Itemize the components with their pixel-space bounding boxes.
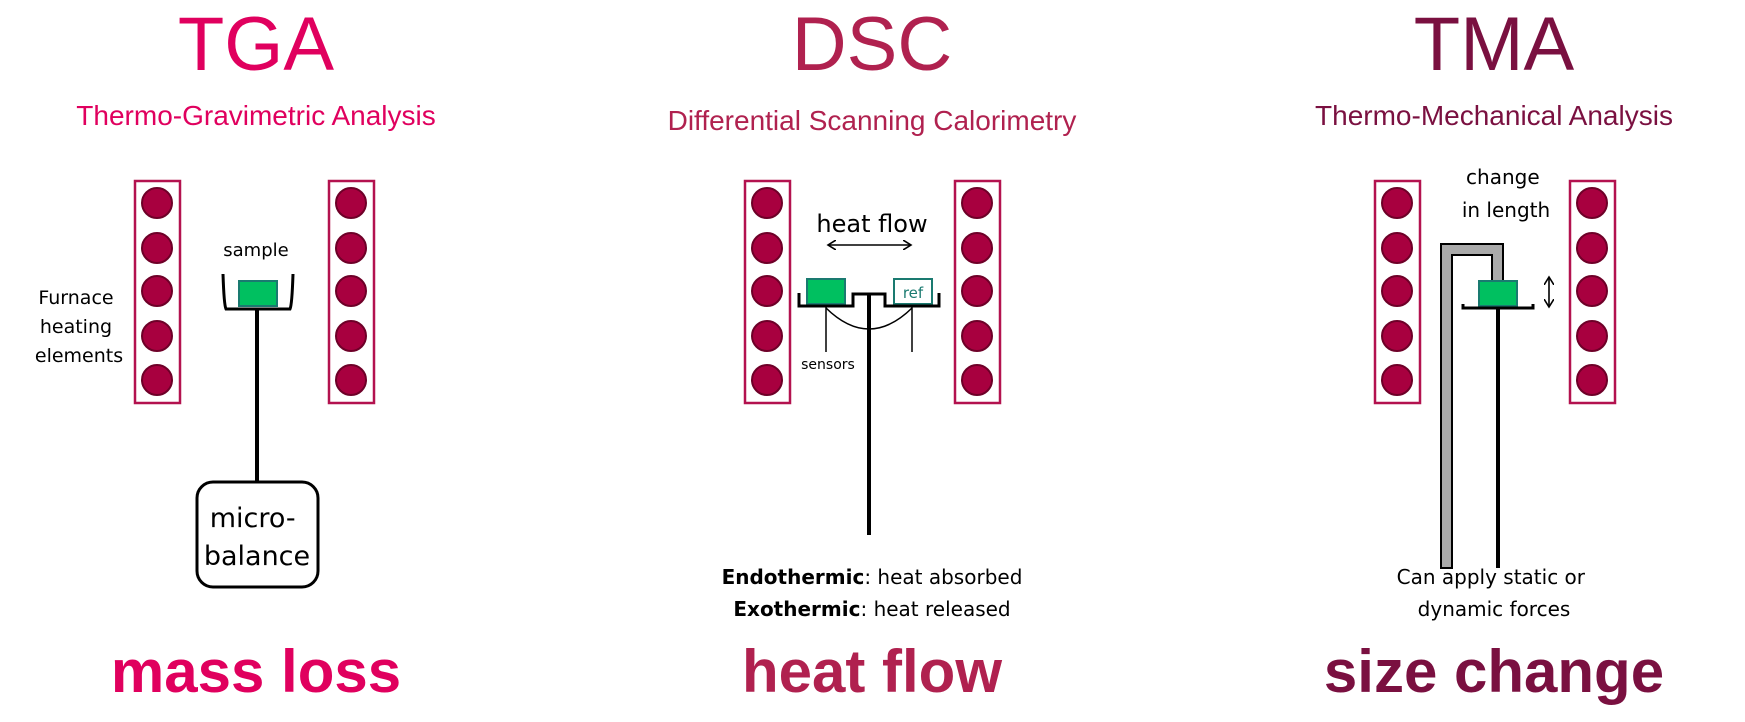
reference-pan xyxy=(893,278,933,305)
furnace-label: Furnace heating elements xyxy=(35,287,123,367)
change-in-length-label: change in length xyxy=(1462,165,1550,222)
tma-result: size change xyxy=(1324,638,1664,705)
dsc-subtitle: Differential Scanning Calorimetry xyxy=(668,105,1077,136)
furnace-right xyxy=(1568,179,1617,405)
endothermic-note: Endothermic: heat absorbed xyxy=(722,565,1023,589)
heat-flow-label: heat flow xyxy=(816,210,927,238)
exothermic-note: Exothermic: heat released xyxy=(733,597,1010,621)
tga-result: mass loss xyxy=(111,638,401,705)
furnace-left xyxy=(743,179,792,405)
furnace-left xyxy=(133,179,182,405)
furnace-right xyxy=(953,179,1002,405)
sensors-label: sensors xyxy=(801,357,855,373)
furnace-left xyxy=(1373,179,1422,405)
tga-title: TGA xyxy=(178,2,335,87)
sample xyxy=(806,278,846,305)
tma-subtitle: Thermo-Mechanical Analysis xyxy=(1315,100,1673,131)
tma-panel: TMA Thermo-Mechanical Analysis change in… xyxy=(1315,2,1673,705)
ref-label: ref xyxy=(903,284,924,302)
tma-title: TMA xyxy=(1414,2,1575,87)
dsc-result: heat flow xyxy=(742,638,1002,705)
sample xyxy=(238,280,278,307)
microbalance-label: micro- balance xyxy=(204,503,310,572)
sensor-wire xyxy=(825,307,913,330)
dsc-panel: DSC Differential Scanning Calorimetry he… xyxy=(668,2,1077,705)
sample xyxy=(1478,280,1518,307)
force-note: Can apply static or dynamic forces xyxy=(1397,565,1592,621)
microbalance-box xyxy=(195,480,320,589)
tga-panel: TGA Thermo-Gravimetric Analysis Furnace … xyxy=(35,2,436,705)
sample-label: sample xyxy=(223,240,288,261)
dsc-title: DSC xyxy=(792,2,952,87)
tga-subtitle: Thermo-Gravimetric Analysis xyxy=(76,100,435,131)
furnace-right xyxy=(327,179,376,405)
